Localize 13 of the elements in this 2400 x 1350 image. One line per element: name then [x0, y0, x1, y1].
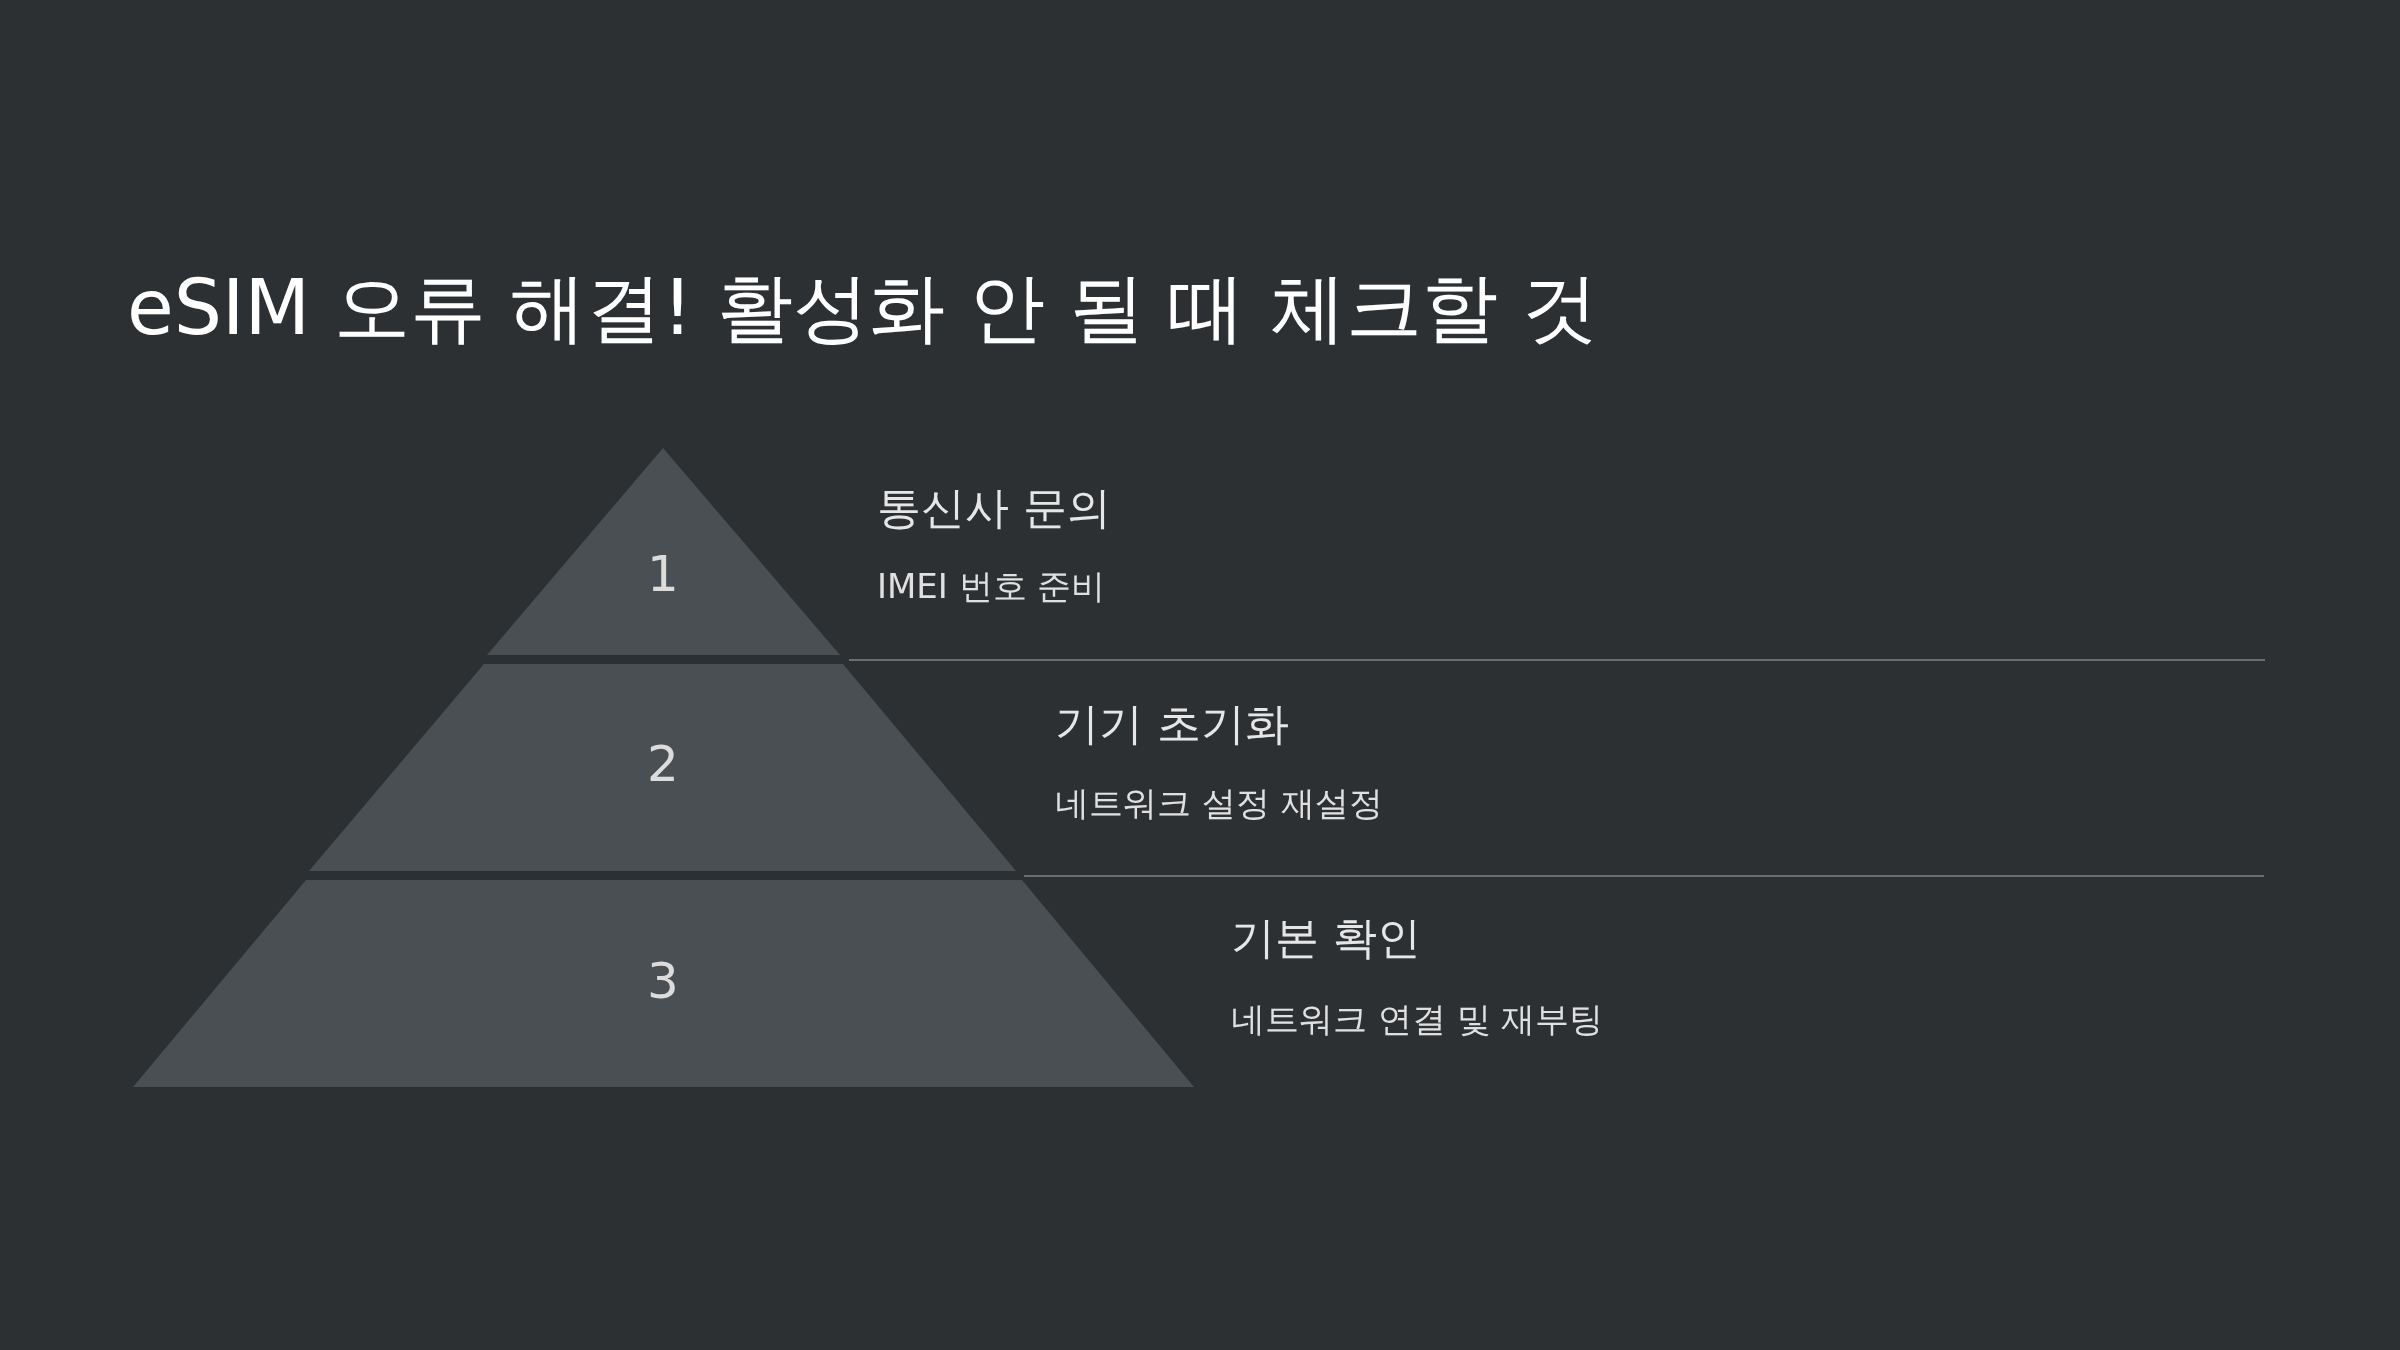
pyramid-tier [133, 880, 1194, 1087]
tier-number: 2 [647, 739, 679, 789]
step-description: IMEI 번호 준비 [877, 565, 1106, 607]
pyramid-tier [487, 448, 840, 655]
step-heading: 기본 확인 [1231, 911, 1421, 965]
pyramid-tier [309, 664, 1016, 871]
tier-number: 1 [647, 549, 679, 599]
title: eSIM 오류 해결! 활성화 안 될 때 체크할 것 [127, 262, 1598, 354]
step-description: 네트워크 연결 및 재부팅 [1231, 998, 1604, 1040]
step-heading: 기기 초기화 [1055, 697, 1289, 751]
tier-number: 3 [647, 956, 679, 1006]
step-description: 네트워크 설정 재설정 [1055, 782, 1383, 824]
step-heading: 통신사 문의 [877, 481, 1111, 535]
